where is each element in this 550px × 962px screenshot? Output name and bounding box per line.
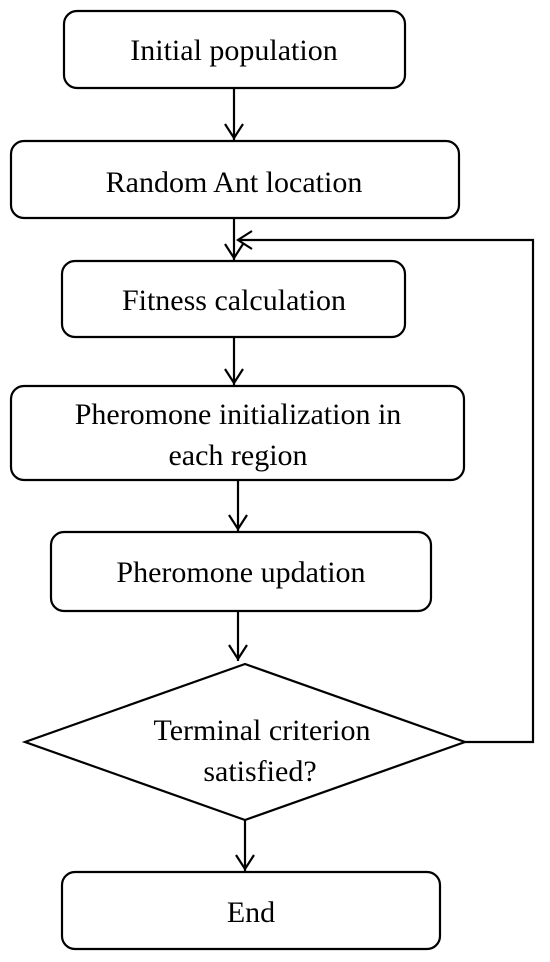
node-label: Pheromone updation xyxy=(116,556,365,589)
node-terminal-criterion-decision: Terminal criterion satisfied? xyxy=(21,662,469,822)
loop-back-arrowhead xyxy=(235,230,253,250)
node-label: Fitness calculation xyxy=(122,284,346,317)
node-pheromone-initialization: Pheromone initialization in each region xyxy=(9,384,466,482)
arrowhead-5 xyxy=(228,644,248,662)
node-label: Initial population xyxy=(130,34,337,67)
node-initial-population: Initial population xyxy=(62,9,407,90)
node-label-line-1: Terminal criterion xyxy=(154,714,371,747)
arrowhead-1 xyxy=(224,123,244,141)
node-label-line-1: Pheromone initialization in xyxy=(75,398,402,431)
node-end: End xyxy=(60,870,442,951)
arrowhead-4 xyxy=(228,514,248,532)
node-fitness-calculation: Fitness calculation xyxy=(60,259,407,339)
arrowhead-2 xyxy=(224,243,244,261)
node-label-line-2: satisfied? xyxy=(203,755,316,788)
node-label: End xyxy=(227,896,275,929)
loop-back-line xyxy=(238,238,535,744)
node-label: Random Ant location xyxy=(106,166,363,199)
arrowhead-3 xyxy=(224,368,244,386)
arrowhead-6 xyxy=(235,854,255,872)
node-random-ant-location: Random Ant location xyxy=(9,139,461,220)
node-label-line-2: each region xyxy=(168,439,307,472)
node-pheromone-updation: Pheromone updation xyxy=(49,530,433,613)
